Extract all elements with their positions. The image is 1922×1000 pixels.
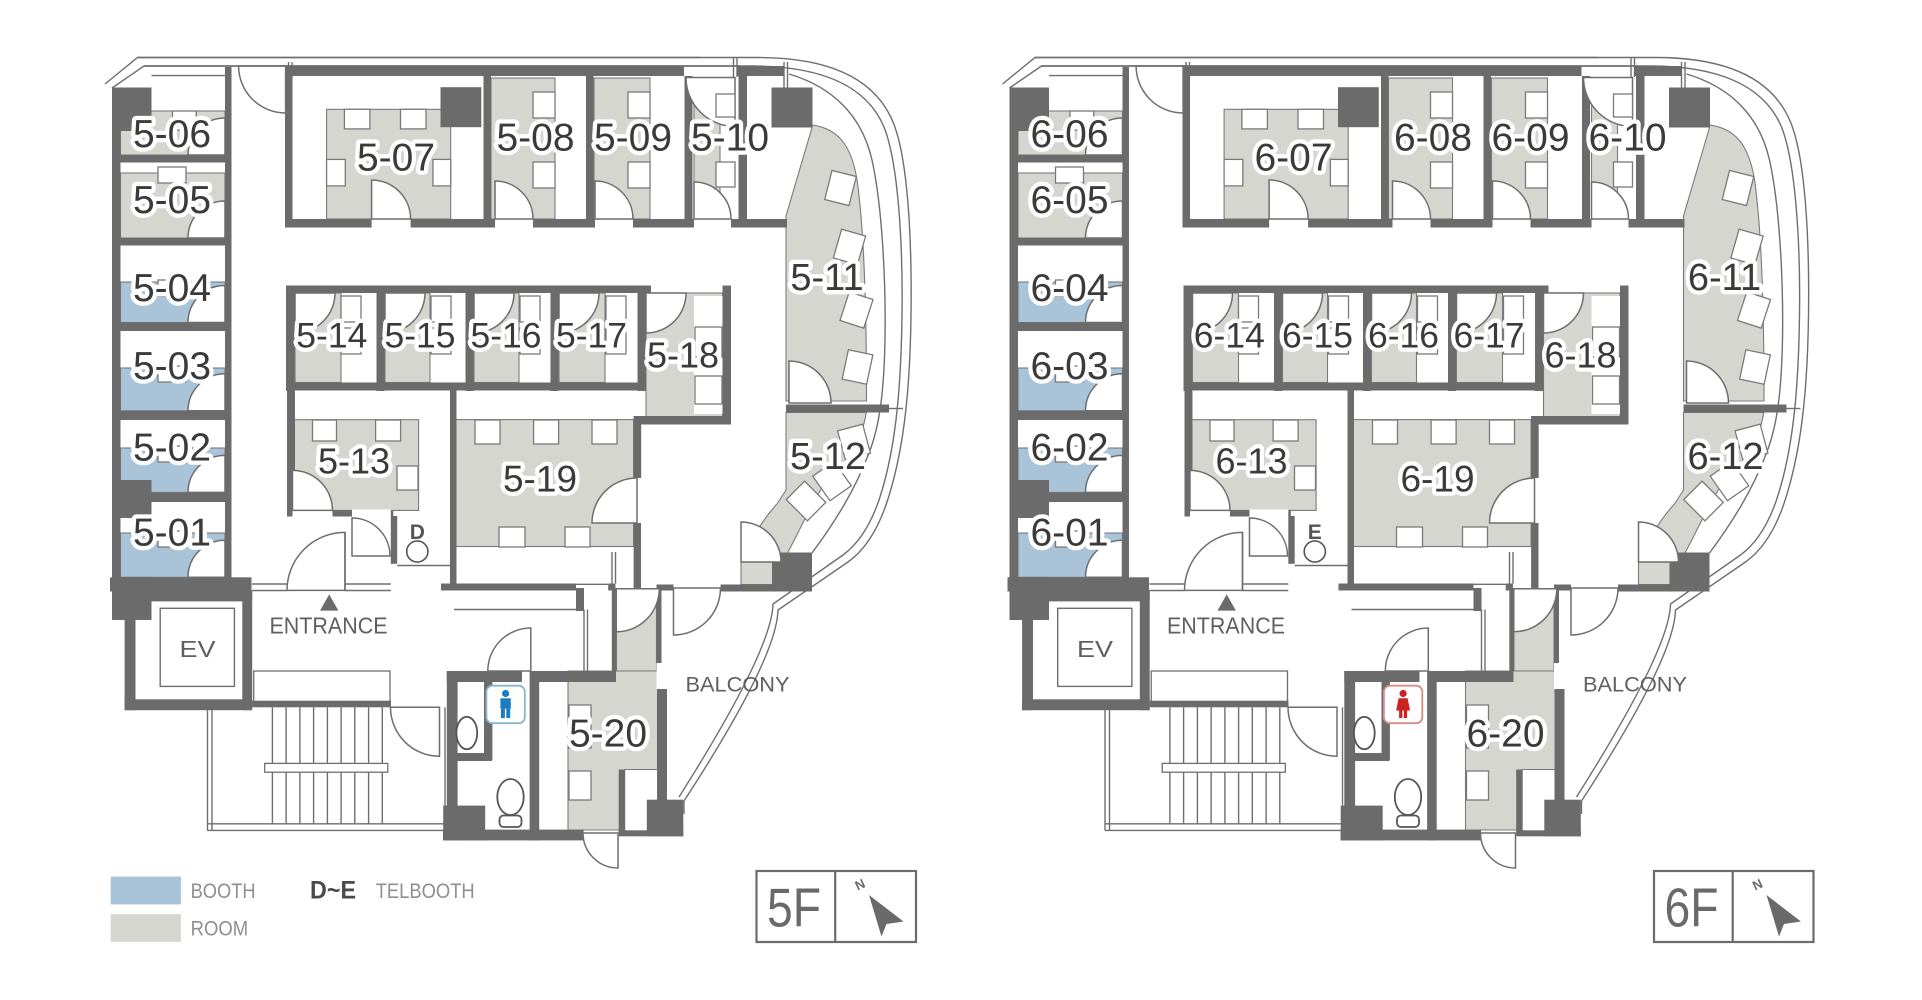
svg-text:6-18: 6-18 [1544, 335, 1616, 376]
svg-text:5-11: 5-11 [790, 257, 863, 299]
svg-text:BOOTH: BOOTH [191, 880, 256, 903]
svg-text:6-09: 6-09 [1491, 117, 1569, 160]
svg-text:5-20: 5-20 [569, 713, 647, 756]
svg-text:6-16: 6-16 [1368, 316, 1439, 356]
svg-text:6-02: 6-02 [1030, 427, 1108, 470]
svg-text:D: D [410, 521, 425, 544]
svg-text:5-19: 5-19 [503, 459, 577, 500]
svg-text:5-12: 5-12 [790, 436, 866, 478]
svg-text:6-14: 6-14 [1194, 316, 1265, 356]
svg-text:6-01: 6-01 [1030, 512, 1108, 555]
svg-text:6-11: 6-11 [1688, 257, 1761, 299]
svg-text:6-17: 6-17 [1453, 316, 1524, 356]
svg-text:5-10: 5-10 [691, 117, 769, 160]
svg-text:EV: EV [180, 636, 216, 662]
svg-text:5-02: 5-02 [133, 427, 211, 470]
svg-text:5-06: 5-06 [133, 113, 211, 156]
svg-text:ENTRANCE: ENTRANCE [1167, 613, 1285, 639]
svg-text:5-05: 5-05 [133, 179, 211, 222]
svg-text:5-08: 5-08 [496, 117, 574, 160]
svg-text:5-15: 5-15 [384, 316, 455, 356]
svg-text:5-01: 5-01 [133, 512, 211, 555]
svg-text:6-08: 6-08 [1394, 117, 1472, 160]
svg-text:5-13: 5-13 [318, 441, 390, 482]
svg-text:5-07: 5-07 [357, 137, 435, 180]
svg-text:5-14: 5-14 [296, 316, 367, 356]
svg-text:BALCONY: BALCONY [1583, 674, 1687, 697]
svg-text:6-03: 6-03 [1030, 345, 1108, 388]
svg-text:6-07: 6-07 [1254, 137, 1332, 180]
svg-text:5-03: 5-03 [133, 345, 211, 388]
svg-text:5-04: 5-04 [133, 267, 211, 310]
svg-text:6-06: 6-06 [1030, 113, 1108, 156]
svg-text:6-04: 6-04 [1030, 267, 1108, 310]
svg-text:BALCONY: BALCONY [686, 674, 790, 697]
svg-text:D~E: D~E [310, 877, 356, 905]
svg-text:6-10: 6-10 [1588, 117, 1666, 160]
svg-text:5-18: 5-18 [647, 335, 719, 376]
svg-text:5-09: 5-09 [594, 117, 672, 160]
svg-text:6-13: 6-13 [1215, 441, 1287, 482]
svg-text:6-12: 6-12 [1687, 436, 1763, 478]
svg-text:6-05: 6-05 [1030, 179, 1108, 222]
svg-text:6-15: 6-15 [1282, 316, 1353, 356]
svg-text:ENTRANCE: ENTRANCE [270, 613, 388, 639]
svg-text:6-20: 6-20 [1466, 713, 1544, 756]
svg-text:5-16: 5-16 [470, 316, 541, 356]
svg-text:5F: 5F [767, 877, 821, 939]
svg-text:EV: EV [1077, 636, 1113, 662]
svg-text:TELBOOTH: TELBOOTH [376, 880, 475, 903]
svg-text:E: E [1308, 521, 1322, 544]
svg-text:ROOM: ROOM [191, 918, 249, 941]
svg-text:6-19: 6-19 [1400, 459, 1474, 500]
svg-text:5-17: 5-17 [556, 316, 627, 356]
svg-text:6F: 6F [1665, 877, 1719, 939]
